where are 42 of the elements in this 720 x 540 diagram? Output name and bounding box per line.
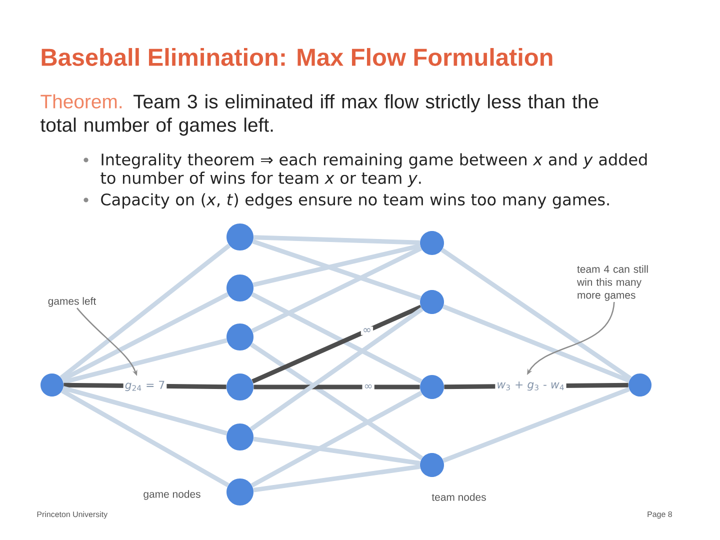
network-edge xyxy=(251,246,422,333)
network-edge xyxy=(440,248,632,380)
edge-label: ∞ xyxy=(360,326,374,335)
network-edge xyxy=(62,338,228,384)
node-circle xyxy=(420,453,444,477)
network-edge xyxy=(250,307,424,431)
callout-text: games left xyxy=(48,297,96,307)
network-edge xyxy=(250,342,424,460)
edge-label: ∞ xyxy=(362,382,374,392)
network-edge xyxy=(254,235,420,245)
column-label: game nodes xyxy=(144,490,200,500)
node-circle xyxy=(40,374,64,396)
node-circle xyxy=(420,290,444,314)
node-circle xyxy=(420,231,444,255)
network-edge xyxy=(442,304,630,383)
network-edge xyxy=(442,387,630,463)
node-circle xyxy=(226,224,254,250)
slide-title: Baseball Elimination: Max Flow Formulation xyxy=(42,48,552,66)
node-circle xyxy=(226,424,254,450)
network-edge xyxy=(61,388,230,488)
node-circle xyxy=(226,274,254,302)
network-edge xyxy=(60,244,231,380)
edge-label: g$_{24}$ = 7 xyxy=(123,379,167,393)
network-edge xyxy=(61,292,229,382)
callout-text: team 4 can still win this many more games xyxy=(577,265,648,301)
node-circle xyxy=(226,324,254,350)
network-edge xyxy=(250,390,422,488)
network-edge xyxy=(62,386,228,436)
node-circle xyxy=(226,374,254,400)
network-edge xyxy=(254,384,420,390)
network-edge xyxy=(252,239,422,300)
node-circle xyxy=(628,374,652,396)
network-edge xyxy=(253,436,420,466)
bullet-text: Capacity on (x, t) edges ensure no team wins too many games. xyxy=(101,193,609,209)
node-circle xyxy=(226,478,254,506)
theorem-text: Theorem. Team 3 is eliminated iff max flow strictly less than the total number of games left. xyxy=(40,94,598,136)
network-edge xyxy=(252,244,421,288)
edge-label: w$_{3}$ + g$_{3}$ - w$_{4}$ xyxy=(495,380,566,392)
column-label: team nodes xyxy=(432,493,486,501)
node-circle xyxy=(420,375,444,399)
network-edge xyxy=(253,464,420,492)
bullet-text: Integrality theorem ⇒ each remaining game between x and y added to number of wins for team x or team y. xyxy=(100,153,647,188)
